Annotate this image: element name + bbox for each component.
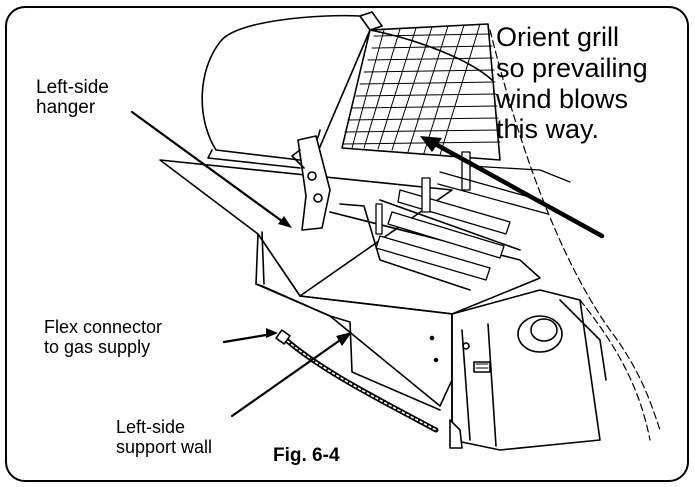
hanger-bracket [291,135,331,231]
grill-rack [341,23,501,161]
firebox-body [255,199,541,411]
arrowheads [266,136,442,346]
burner-assembly [375,151,571,281]
orient-grill-label: Orient grill so prevailing wind blows th… [496,22,648,145]
flex-connector-label: Flex connector to gas supply [44,317,163,357]
grill-hood [201,11,383,169]
figure-caption: Fig. 6-4 [273,445,340,466]
left-side-hanger-label: Left-side hanger [36,77,109,118]
figure-border [5,6,689,482]
control-panel [429,289,607,451]
flex-connector-hose [275,329,439,433]
left-side-support-wall-label: Left-side support wall [116,417,213,457]
callout-arrows [130,110,605,418]
dashed-outline [489,29,661,441]
